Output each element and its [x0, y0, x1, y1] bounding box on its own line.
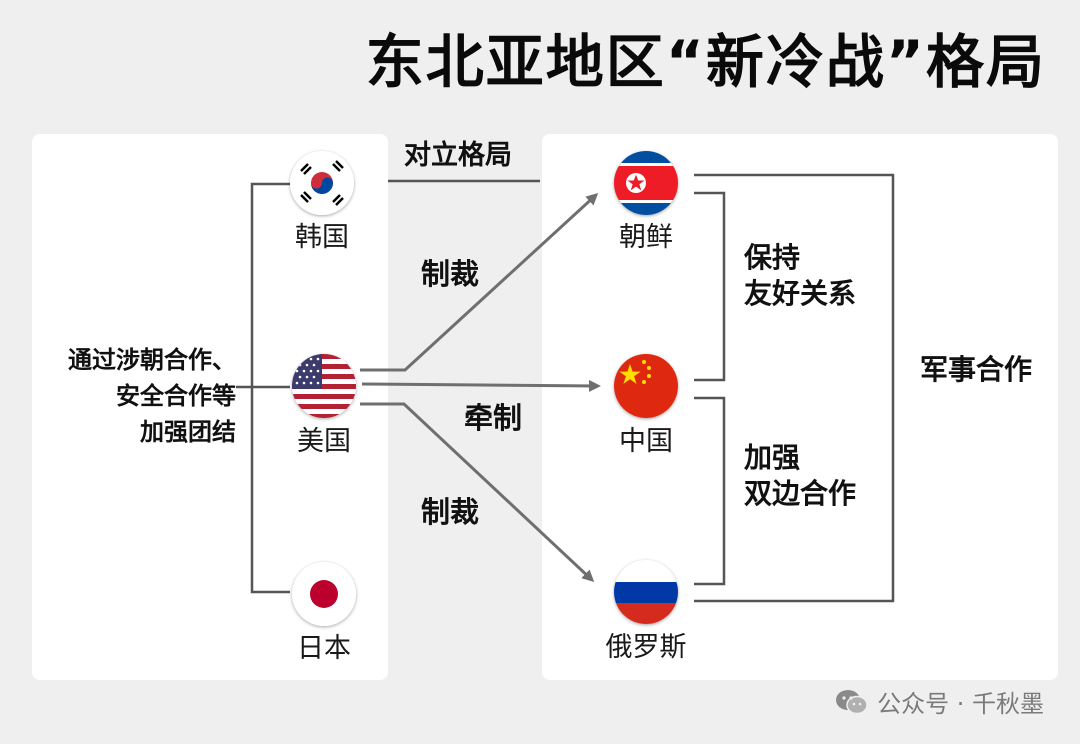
bilateral-cooperation-note: 加强 双边合作	[744, 440, 856, 512]
friendly-note-line: 友好关系	[744, 277, 857, 310]
wechat-icon	[836, 689, 868, 714]
usa-label: 美国	[297, 426, 351, 457]
bilateral-note-line: 双边合作	[744, 477, 857, 510]
military-bracket	[694, 173, 895, 603]
containment-label: 牵制	[464, 401, 523, 435]
alliance-note-line: 加强团结	[140, 418, 236, 446]
sanction-label-bottom: 制裁	[421, 495, 480, 529]
watermark-text: 公众号 · 千秋墨	[877, 690, 1044, 718]
friendly-note-line: 保持	[744, 241, 801, 274]
bilateral-bracket	[694, 396, 726, 586]
bilateral-note-line: 加强	[744, 441, 801, 474]
military-cooperation-note: 军事合作	[920, 353, 1033, 386]
friendly-bracket	[694, 191, 726, 382]
alliance-note-line: 通过涉朝合作、	[68, 346, 236, 374]
russia-flag-icon	[614, 560, 678, 624]
usa-flag-icon	[292, 354, 356, 418]
china-flag-icon	[614, 354, 678, 418]
alliance-note-line: 安全合作等	[116, 382, 236, 410]
south-korea-label: 韩国	[295, 222, 349, 253]
opposition-label: 对立格局	[404, 140, 512, 171]
page-title: 东北亚地区“新冷战”格局	[365, 28, 1046, 96]
alliance-note: 通过涉朝合作、 安全合作等 加强团结	[52, 342, 236, 450]
south-korea-flag-icon	[290, 151, 354, 215]
watermark: 公众号 · 千秋墨	[835, 684, 1044, 719]
russia-label: 俄罗斯	[605, 632, 687, 663]
sanction-label-top: 制裁	[421, 257, 480, 291]
japan-label: 日本	[297, 633, 351, 664]
north-korea-label: 朝鲜	[619, 222, 673, 253]
friendly-relations-note: 保持 友好关系	[744, 240, 856, 312]
sanction-arrow-russia	[360, 402, 595, 583]
north-korea-flag-icon	[614, 151, 678, 215]
containment-arrow-china	[361, 379, 601, 392]
china-label: 中国	[619, 426, 673, 457]
japan-flag-icon	[292, 562, 356, 626]
sanction-arrow-north-korea	[360, 192, 599, 372]
